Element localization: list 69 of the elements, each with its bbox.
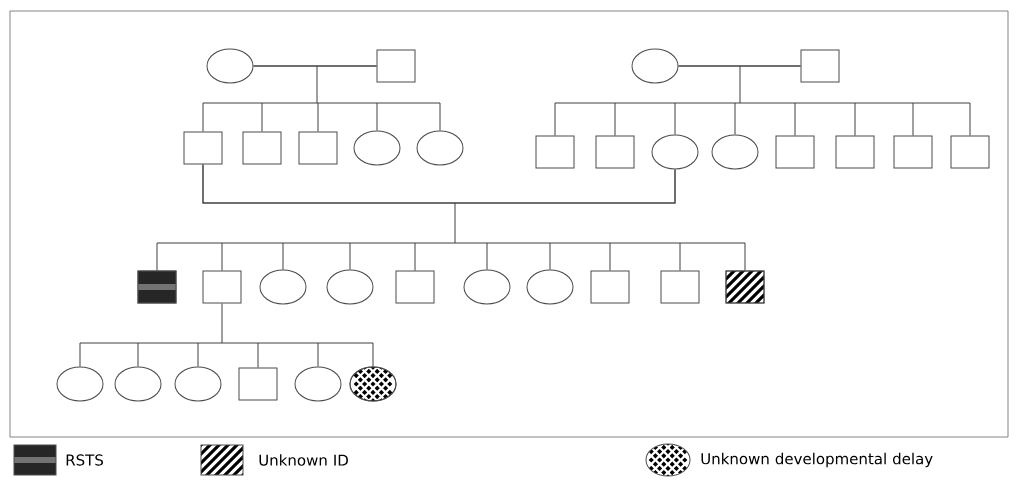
descent-line — [156, 164, 746, 244]
descent-line — [349, 242, 351, 270]
descent-line — [202, 65, 441, 104]
male-symbol — [202, 270, 242, 304]
descent-line — [317, 102, 319, 132]
descent-line — [614, 102, 616, 136]
descent-line — [744, 242, 746, 271]
affected-male-symbol — [137, 270, 177, 304]
female-symbol — [206, 48, 254, 84]
descent-line — [79, 342, 81, 367]
female-symbol — [114, 366, 162, 402]
male-symbol — [298, 131, 338, 165]
descent-line — [912, 102, 914, 136]
male-symbol — [395, 270, 435, 304]
female-symbol — [463, 269, 511, 305]
female-symbol — [526, 269, 574, 305]
female-symbol — [416, 130, 464, 166]
descent-line — [854, 102, 856, 136]
female-symbol — [651, 134, 699, 170]
descent-line — [137, 342, 139, 367]
descent-line — [282, 242, 284, 270]
legend-label: Unknown developmental delay — [701, 452, 933, 468]
descent-line — [609, 242, 611, 271]
female-symbol — [174, 366, 222, 402]
descent-line — [674, 102, 676, 135]
legend-label: RSTS — [66, 454, 103, 466]
descent-line — [969, 102, 971, 136]
affected-male-symbol — [725, 270, 765, 304]
descent-line — [79, 303, 374, 344]
legend-label: Unknown ID — [259, 454, 348, 466]
descent-line — [486, 242, 488, 270]
descent-line — [197, 342, 199, 367]
female-symbol — [259, 269, 307, 305]
female-symbol — [56, 366, 104, 402]
male-symbol — [242, 131, 282, 165]
male-symbol — [183, 131, 223, 165]
male-symbol — [800, 49, 840, 83]
descent-line — [439, 102, 441, 131]
descent-line — [202, 102, 204, 132]
male-symbol — [835, 135, 875, 169]
male-symbol — [950, 135, 990, 169]
descent-line — [549, 242, 551, 270]
male-symbol — [238, 367, 278, 401]
male-symbol — [590, 270, 630, 304]
descent-line — [317, 342, 319, 367]
descent-line — [372, 342, 374, 367]
female-symbol — [353, 130, 401, 166]
descent-line — [794, 102, 796, 136]
female-symbol — [326, 269, 374, 305]
male-symbol — [535, 135, 575, 169]
descent-line — [156, 242, 158, 271]
descent-line — [734, 102, 736, 135]
descent-line — [261, 102, 263, 132]
descent-line — [414, 242, 416, 271]
female-symbol — [631, 48, 679, 84]
affected-female-symbol — [349, 366, 397, 402]
descent-line — [679, 242, 681, 271]
male-symbol — [775, 135, 815, 169]
descent-line — [376, 102, 378, 131]
male-symbol — [893, 135, 933, 169]
male-symbol — [376, 49, 416, 83]
female-symbol — [294, 366, 342, 402]
female-symbol — [711, 134, 759, 170]
male-symbol — [595, 135, 635, 169]
descent-line — [257, 342, 259, 368]
descent-line — [554, 65, 971, 104]
descent-line — [554, 102, 556, 136]
descent-line — [221, 242, 223, 271]
male-symbol — [660, 270, 700, 304]
